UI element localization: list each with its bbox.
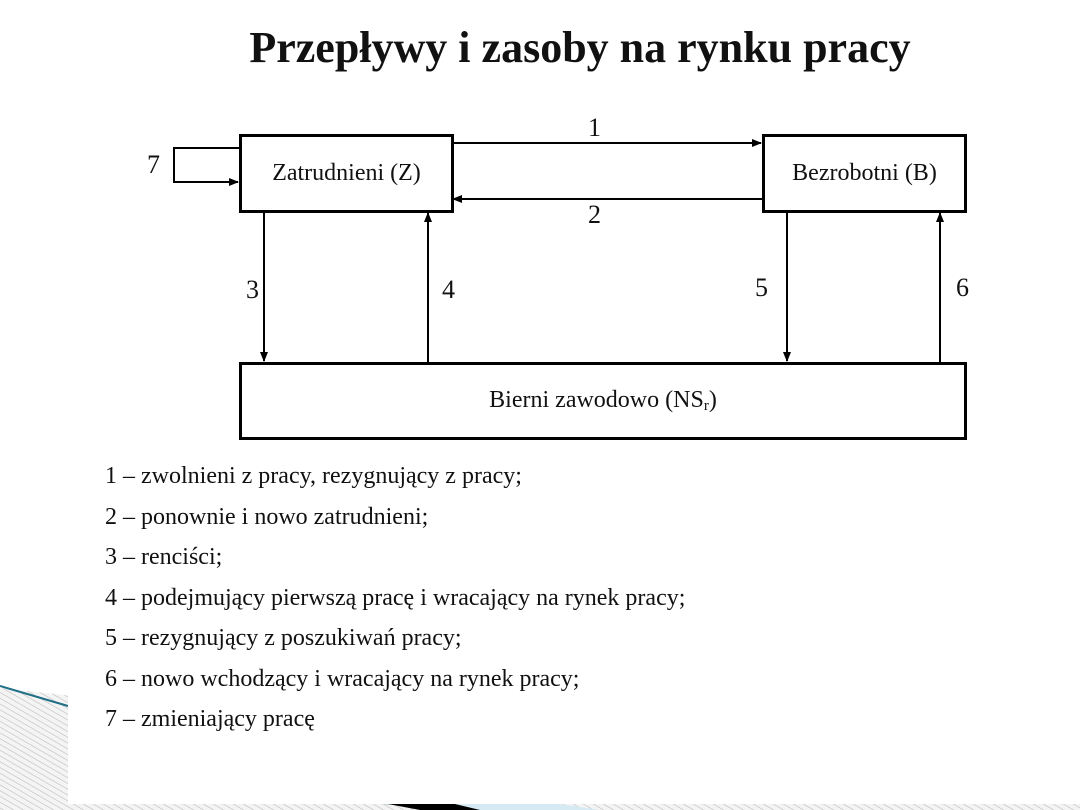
flow-label-6: 6 (956, 273, 969, 302)
legend-item: 3 – renciści; (105, 544, 223, 570)
flow-label-3: 3 (246, 275, 259, 304)
node-employed: Zatrudnieni (Z) (239, 134, 454, 213)
legend-item: 6 – nowo wchodzący i wracający na rynek … (105, 665, 580, 692)
flow-legend: 1 – zwolnieni z pracy, rezygnujący z pra… (105, 456, 685, 740)
node-inactive-label: Bierni zawodowo (NSr) (489, 387, 717, 414)
flow-label-4: 4 (442, 275, 455, 304)
page-title: Przepływy i zasoby na rynku pracy (249, 23, 911, 72)
legend-item: 5 – rezygnujący z poszukiwań pracy; (105, 625, 462, 651)
flow-label-1: 1 (588, 113, 601, 142)
flow-label-2: 2 (588, 200, 601, 229)
legend-item: 4 – podejmujący pierwszą pracę i wracają… (105, 584, 686, 611)
legend-item: 7 – zmieniający pracę (105, 706, 315, 732)
legend-item: 2 – ponownie i nowo zatrudnieni; (105, 503, 429, 530)
flow-arrow-7 (173, 147, 240, 186)
flow-label-7: 7 (147, 150, 160, 179)
flow-label-5: 5 (755, 273, 768, 302)
node-unemployed: Bezrobotni (B) (762, 134, 967, 213)
node-unemployed-label: Bezrobotni (B) (792, 160, 937, 186)
node-inactive: Bierni zawodowo (NSr) (239, 362, 967, 440)
legend-item: 1 – zwolnieni z pracy, rezygnujący z pra… (105, 463, 522, 489)
node-employed-label: Zatrudnieni (Z) (272, 160, 421, 186)
